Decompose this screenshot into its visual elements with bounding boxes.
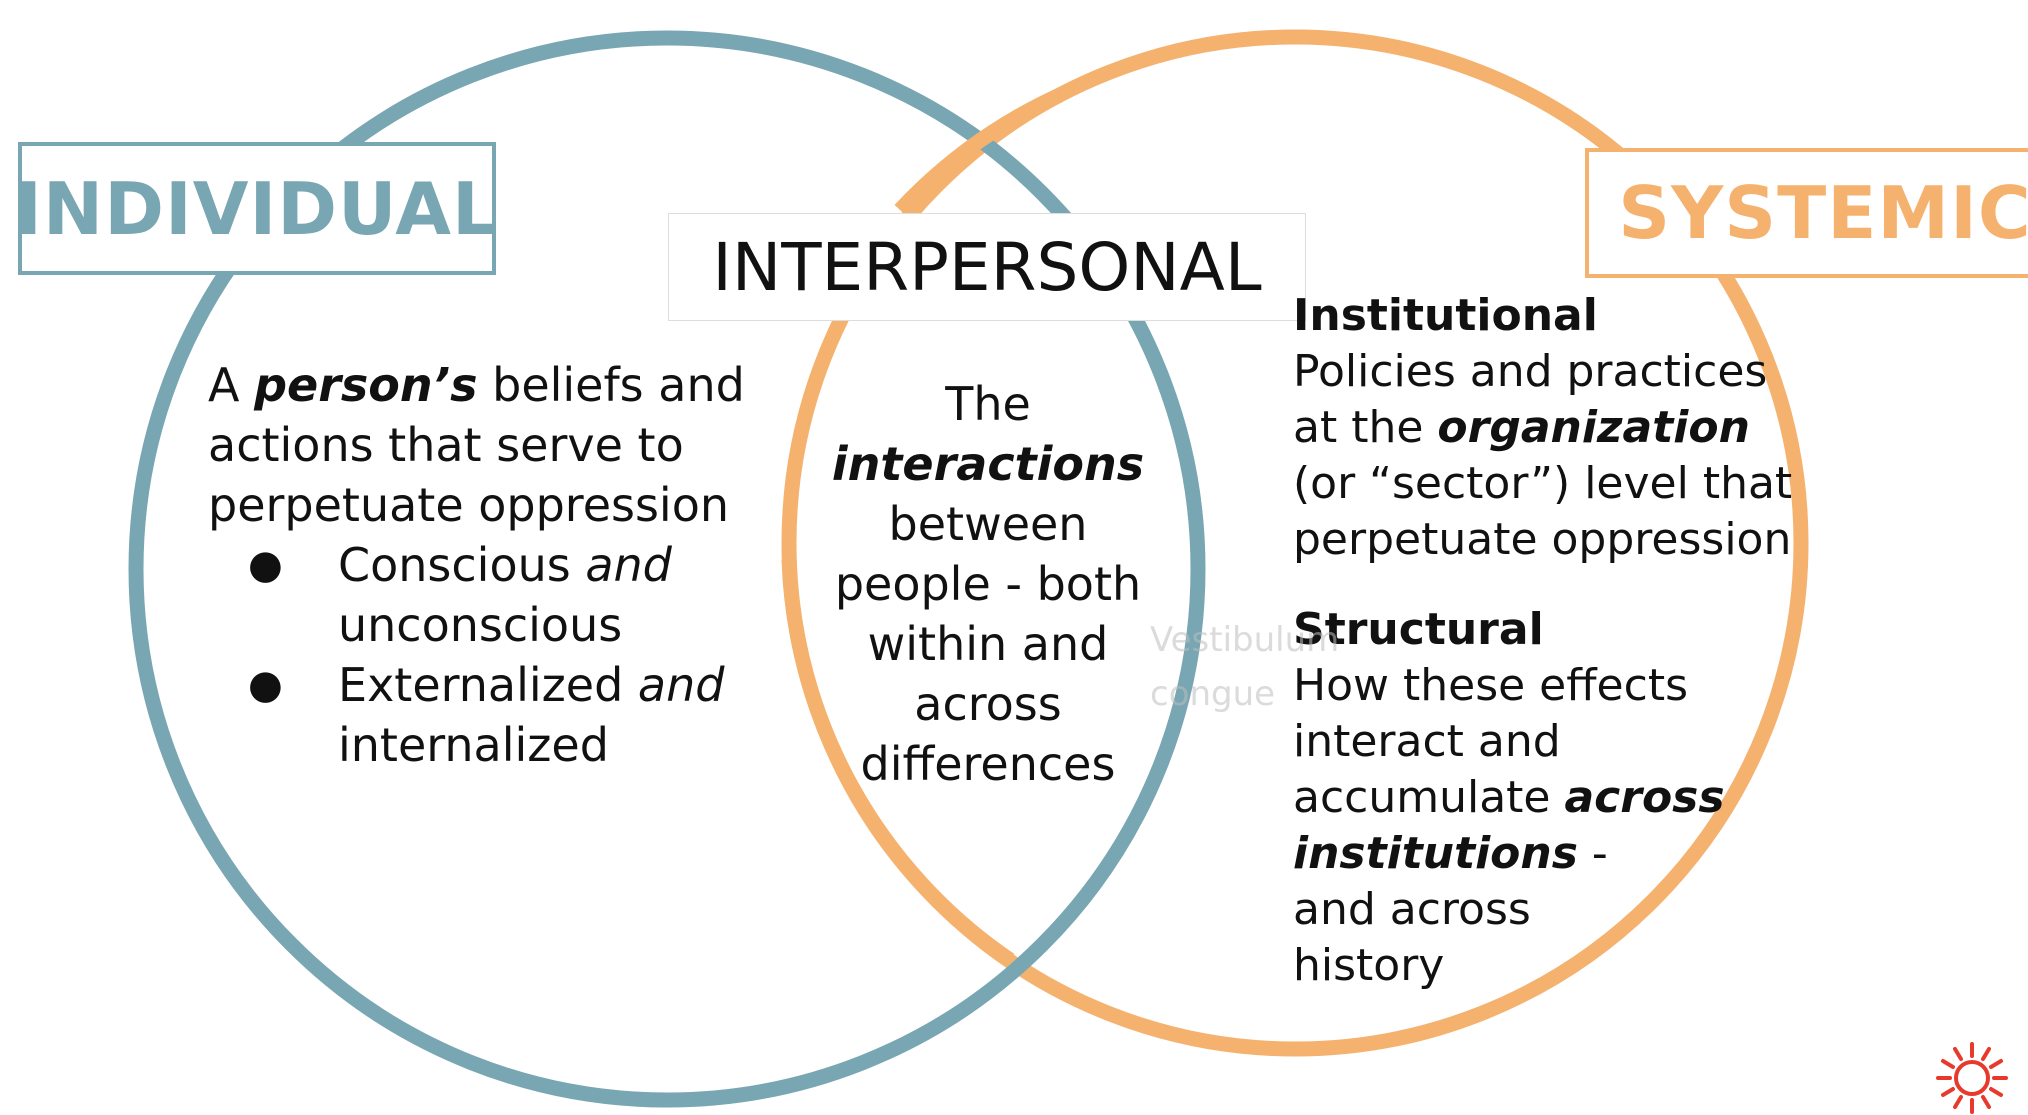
individual-bullet-list: ● Conscious and unconscious ● Externaliz… — [208, 535, 768, 775]
interpersonal-description: The interactions between people - both w… — [831, 377, 1145, 791]
watermark-text: Vestibulum congue — [1150, 620, 1340, 714]
individual-line-1: A person’s beliefs and — [208, 358, 745, 412]
individual-line-3: perpetuate oppression — [208, 478, 730, 532]
bullet-icon: ● — [248, 662, 283, 708]
list-item: ● Externalized and internalized — [208, 655, 768, 775]
systemic-circle — [781, 29, 1809, 1057]
bullet-icon: ● — [248, 542, 283, 588]
institutional-heading: Institutional — [1293, 290, 1598, 341]
systemic-circle-overlap-left — [781, 559, 1015, 967]
systemic-circle-overlap-top — [894, 88, 1064, 216]
interpersonal-label: INTERPERSONAL — [668, 213, 1306, 321]
systemic-label: SYSTEMIC — [1585, 148, 2028, 278]
individual-line-2: actions that serve to — [208, 418, 684, 472]
individual-label: INDIVIDUAL — [15, 142, 498, 275]
list-item: ● Conscious and unconscious — [208, 535, 768, 655]
individual-description: A person’s beliefs and actions that serv… — [208, 355, 768, 775]
individual-circle — [128, 30, 1206, 1108]
sun-burst-icon — [1936, 1042, 2008, 1114]
systemic-description: Institutional Policies and practices at … — [1293, 288, 1853, 994]
structural-heading: Structural — [1293, 604, 1544, 655]
